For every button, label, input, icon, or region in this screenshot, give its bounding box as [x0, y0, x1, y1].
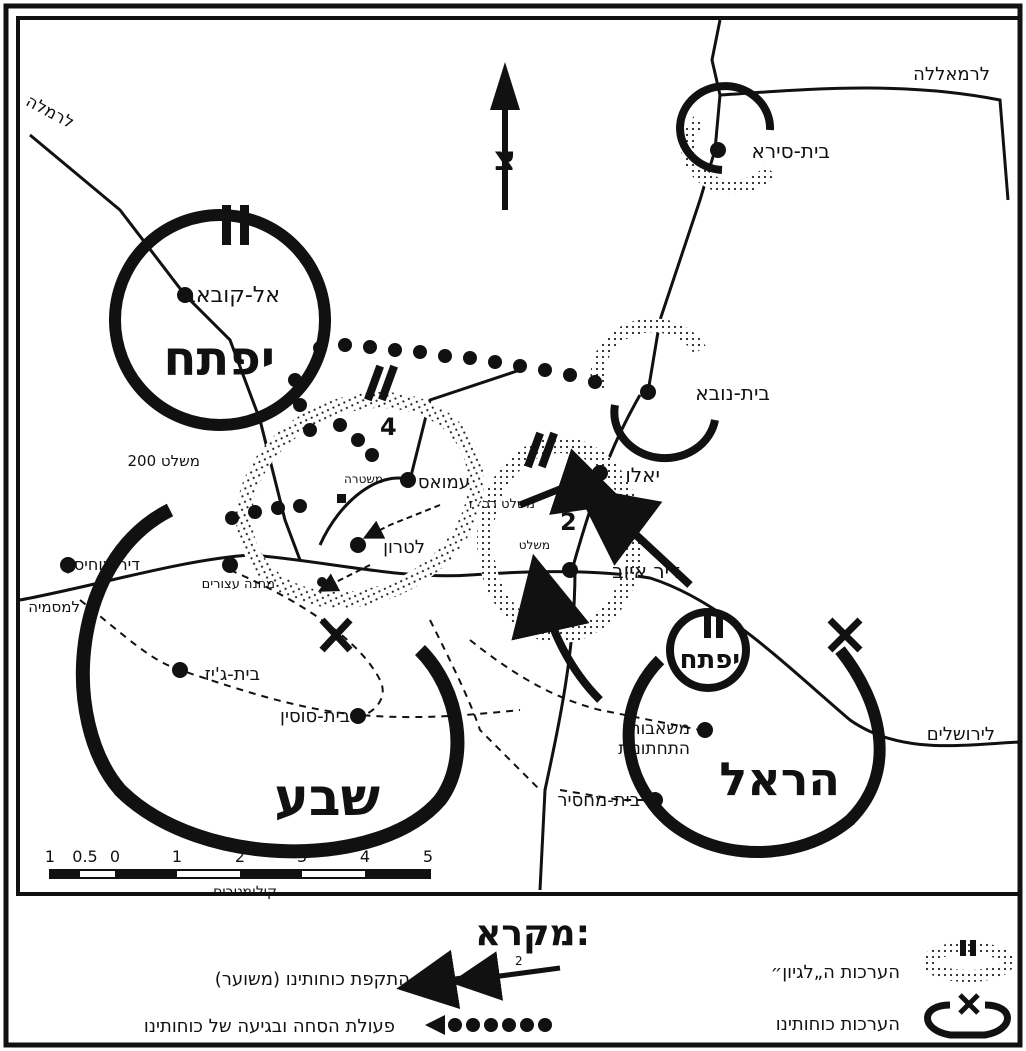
scale-tick-3: 0 — [110, 847, 120, 866]
marker-beit-susin — [350, 708, 366, 724]
legion-ring-beit-nuba — [590, 318, 706, 393]
attack-arrows — [317, 448, 693, 703]
scale-tick-6: 3 — [297, 847, 307, 866]
x-marks — [319, 617, 863, 653]
brigade-labels: יפתח יפתח הראל שבע — [164, 331, 840, 828]
attack-arrow-3 — [511, 553, 603, 703]
label-harel: הראל — [719, 752, 840, 806]
scale-tick-5: 2 — [235, 847, 245, 866]
legend-ours-symbol — [924, 1001, 1011, 1039]
label-hill-ridge: משלט רכ׳ ז — [469, 497, 535, 512]
label-latrun: לטרון — [383, 537, 425, 558]
legend: מקרא: הערכות ה„לגיון״ הערכות כוחותינו 2 … — [144, 913, 1014, 1039]
marker-deir-ayyub — [562, 562, 578, 578]
label-to-masmiyya: למסמיה — [28, 598, 80, 616]
attack-arrow-dashed — [362, 504, 441, 539]
marker-camp — [222, 557, 238, 573]
label-tegart: משטרה — [344, 472, 383, 486]
road-to-ramla — [29, 133, 302, 561]
label-hill-200: משלט 200 — [128, 452, 200, 470]
our-positions — [75, 82, 886, 859]
dirt-tracks — [79, 569, 701, 801]
label-beit-susin: בית-סוסין — [280, 706, 350, 727]
label-yiftach-small: יפתח — [680, 645, 740, 675]
attack-number-2: 4 — [380, 413, 397, 441]
attack-numbers: 2 4 — [380, 413, 577, 536]
marker-deir-muhaysin — [60, 557, 76, 573]
label-bab-al-wad-2: התחתונות — [618, 739, 690, 759]
marker-beit-mahsir — [647, 792, 663, 808]
label-yiftach: יפתח — [164, 331, 275, 387]
unit-bars — [222, 205, 723, 638]
label-hill-small: משלט — [519, 538, 550, 552]
harel-ring — [622, 646, 886, 859]
legend-attack-num: 2 — [515, 954, 523, 968]
yiftach-ring — [109, 209, 331, 431]
label-al-qubab: אל-קובאב — [183, 283, 280, 308]
north-label: צ — [494, 139, 516, 179]
label-beit-mahsir: בית-מחסיר — [557, 790, 640, 811]
scale-unit: קילומטרים — [213, 884, 277, 900]
scale-bar: 1 0.5 0 1 2 3 4 5 קילומטרים — [45, 847, 433, 900]
label-yalu: יאלו — [625, 463, 660, 487]
legend-diversion-symbol — [425, 1015, 552, 1035]
scale-tick-4: 1 — [172, 847, 182, 866]
label-bab-al-wad-1: משאבות — [629, 719, 690, 739]
place-labels: אל-קובאב בית-סירא בית-נובא יאלו עמואס לט… — [66, 139, 830, 811]
marker-tegart — [337, 494, 346, 503]
marker-latrun — [350, 537, 366, 553]
scale-tick-8: 5 — [423, 847, 433, 866]
legend-diversion-label: פעולת הסחה ובגיעה של כוחותינו — [144, 1016, 395, 1037]
legion-ring-latrun — [236, 392, 484, 608]
label-beit-nuba: בית-נובא — [695, 381, 770, 405]
legend-attack-arrow — [450, 951, 561, 1001]
marker-beit-jiz — [172, 662, 188, 678]
attack-number-1: 2 — [560, 508, 577, 536]
marker-bab-al-wad — [697, 722, 713, 738]
label-to-ramallah: לרמאללה — [913, 64, 990, 85]
north-arrow: צ — [490, 62, 520, 210]
marker-amwas — [400, 472, 416, 488]
marker-beit-sira — [710, 142, 726, 158]
label-to-jerusalem: לירושלים — [927, 724, 995, 745]
village-markers — [60, 142, 726, 808]
marker-small — [317, 577, 327, 587]
legend-legion-label: הערכות ה„לגיון״ — [771, 962, 900, 983]
label-camp: מחנה עצורים — [202, 577, 275, 592]
label-deir-muhaysin: דיר מוחיסין — [66, 555, 140, 574]
label-to-ramla: לרמלה — [22, 91, 77, 133]
marker-beit-nuba — [640, 384, 656, 400]
label-sheva: שבע — [274, 768, 380, 828]
label-deir-ayyub: דיר איוב — [612, 559, 680, 583]
marker-yalu — [592, 465, 608, 481]
legend-legion-symbol — [922, 942, 1014, 982]
label-beit-sira: בית-סירא — [751, 139, 830, 163]
legend-title: מקרא: — [475, 913, 590, 954]
legend-attack-label: התקפת כוחותינו (משוער) — [215, 969, 410, 990]
legend-ours-label: הערכות כוחותינו — [776, 1014, 900, 1035]
attack-arrow-dashed-2 — [317, 564, 371, 592]
ring-beit-nuba — [610, 404, 719, 463]
marker-al-qubab — [177, 287, 193, 303]
attack-arrow-2 — [574, 485, 693, 588]
map-frame — [16, 16, 1022, 896]
ring-beit-sira — [676, 82, 775, 174]
label-amwas: עמואס — [418, 472, 470, 493]
scale-tick-2: 0.5 — [72, 847, 97, 866]
label-beit-jiz: בית-ג'יז — [205, 664, 260, 685]
diversion-route — [225, 338, 602, 525]
legion-ring-deir-ayyub — [477, 437, 643, 643]
scale-tick-1: 1 — [45, 847, 55, 866]
legion-ring-beit-sira — [681, 114, 776, 195]
scale-tick-7: 4 — [360, 847, 370, 866]
sheva-ring — [75, 503, 465, 859]
